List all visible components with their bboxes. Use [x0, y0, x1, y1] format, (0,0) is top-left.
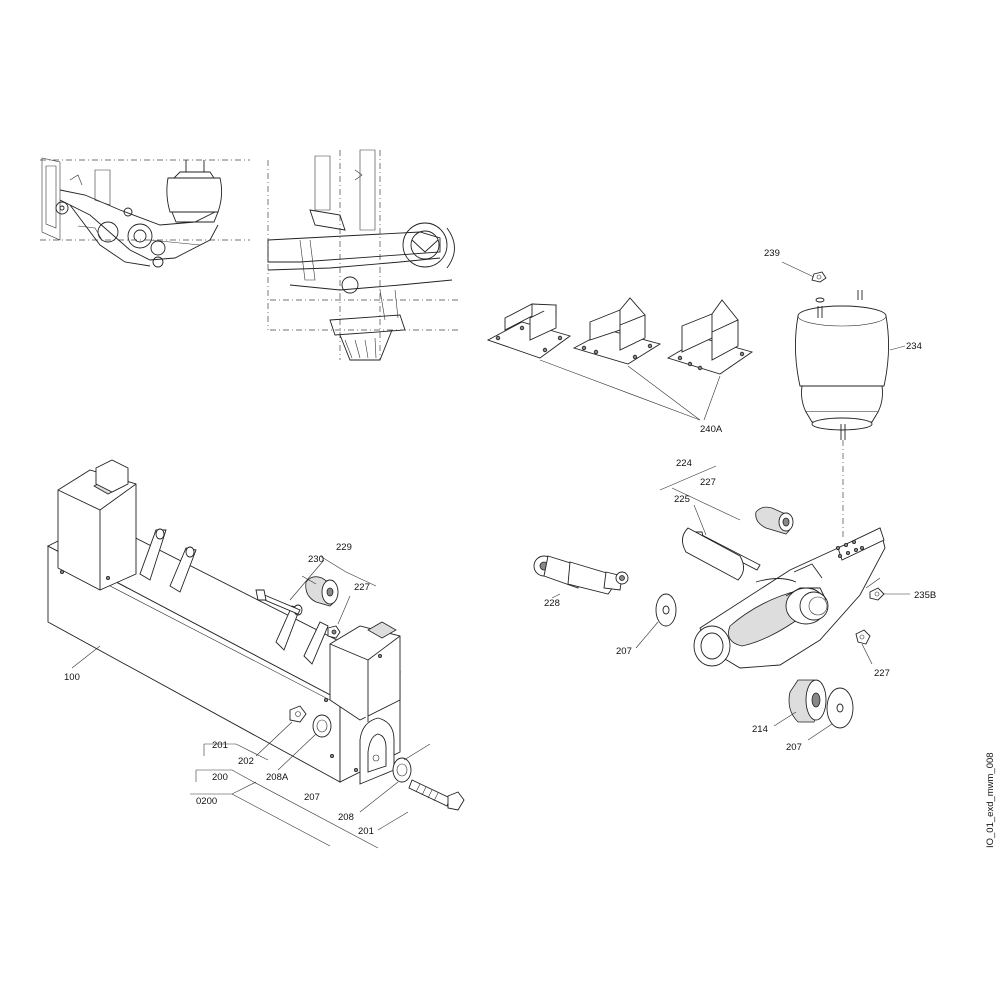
callout-0200: 0200: [196, 796, 217, 807]
inset-side-view: [40, 157, 250, 268]
washer-208A: [312, 714, 332, 738]
nut-239: [811, 271, 827, 283]
nut-227-frame: [327, 625, 341, 639]
bolt-201: [408, 779, 465, 811]
callout-225: 225: [674, 494, 690, 505]
nut-227-arm: [855, 629, 871, 645]
callout-227-arm: 227: [874, 668, 890, 679]
callout-207-front: 207: [616, 646, 632, 657]
callout-230: 230: [308, 554, 324, 565]
washer-207-rear: [807, 687, 854, 741]
callout-235B: 235B: [914, 590, 936, 601]
trailing-arm-224: [659, 465, 910, 669]
callout-208: 208: [338, 812, 354, 823]
shock-absorber-228: [533, 555, 629, 599]
bracket-2: [572, 297, 662, 365]
callout-229: 229: [336, 542, 352, 553]
callout-200: 200: [212, 772, 228, 783]
callout-207-rear: 207: [786, 742, 802, 753]
callout-202: 202: [238, 756, 254, 767]
bracket-240A-group: [486, 297, 754, 421]
inset-rear-view: [267, 149, 460, 361]
callout-227-frame: 227: [354, 582, 370, 593]
callout-224: 224: [676, 458, 692, 469]
callout-labels: 239 234 240A 224 227 225 235B 228 207 22…: [64, 248, 936, 837]
callout-227-top: 227: [700, 477, 716, 488]
hardware-202-208: [190, 705, 465, 849]
bracket-1: [486, 303, 572, 359]
callout-240A: 240A: [700, 424, 723, 435]
callout-228: 228: [544, 598, 560, 609]
callout-207-frame: 207: [304, 792, 320, 803]
callout-239: 239: [764, 248, 780, 259]
nut-235B: [869, 587, 885, 601]
air-spring-234: [781, 261, 906, 540]
nut-202: [289, 705, 307, 723]
document-id: IO_01_exd_mwm_008: [985, 752, 996, 848]
callout-214: 214: [752, 724, 768, 735]
callout-201-top: 201: [212, 740, 228, 751]
bushing-214: [773, 679, 827, 727]
bracket-3: [666, 299, 754, 375]
washer-208: [392, 757, 412, 783]
frame-100: [47, 459, 402, 785]
pin-assembly-229: [255, 555, 377, 639]
callout-201-bottom: 201: [358, 826, 374, 837]
callout-100: 100: [64, 672, 80, 683]
callout-234: 234: [906, 341, 922, 352]
callout-208A: 208A: [266, 772, 289, 783]
washer-207-front: [635, 593, 677, 649]
